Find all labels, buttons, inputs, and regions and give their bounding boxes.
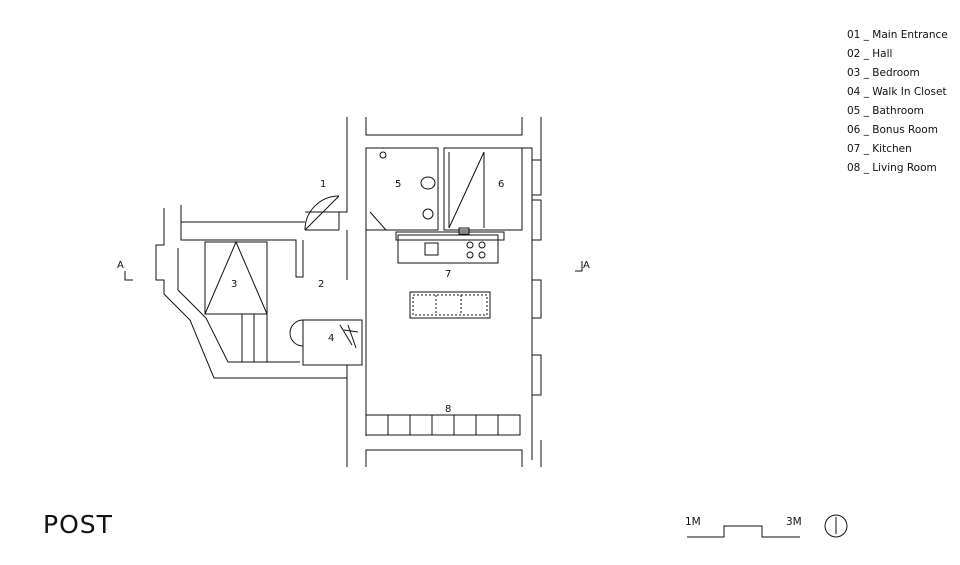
living-bench [365, 414, 521, 436]
kitchen-island [409, 291, 491, 319]
room-label: 6 [498, 179, 504, 190]
room-label: 4 [328, 333, 334, 344]
wall [177, 248, 300, 363]
legend-item: 06 _ Bonus Room [847, 124, 938, 136]
closet [302, 319, 363, 366]
legend-item: 01 _ Main Entrance [847, 29, 948, 41]
legend-item: 07 _ Kitchen [847, 143, 912, 155]
room-label: 3 [231, 279, 237, 290]
wall [365, 117, 523, 136]
scale-start-label: 1M [685, 516, 701, 528]
legend-item: 02 _ Hall [847, 48, 893, 60]
window [532, 199, 542, 241]
section-marker-right: A [583, 260, 590, 271]
legend: 01 _ Main Entrance 02 _ Hall 03 _ Bedroo… [847, 26, 948, 178]
wall [305, 117, 348, 213]
legend-item: 05 _ Bathroom [847, 105, 924, 117]
scale-end-label: 3M [786, 516, 802, 528]
section-marker-left: A [117, 260, 124, 271]
window [532, 279, 542, 319]
north-arrow [824, 514, 848, 538]
wall [180, 222, 304, 278]
room-label: 2 [318, 279, 324, 290]
drawing-title: POST [43, 510, 113, 539]
wall [155, 208, 347, 379]
wall [522, 147, 533, 460]
room-label: 5 [395, 179, 401, 190]
room-label: 7 [445, 269, 451, 280]
bonus-room [443, 147, 523, 231]
wall [180, 205, 305, 223]
legend-item: 08 _ Living Room [847, 162, 937, 174]
room-label: 8 [445, 404, 451, 415]
bathroom [365, 147, 439, 231]
bedroom-bed [204, 241, 268, 315]
window [532, 159, 542, 196]
room-label: 1 [320, 179, 326, 190]
window [532, 354, 542, 396]
wall [365, 449, 523, 467]
scale-bar [687, 525, 800, 538]
main-door [304, 195, 340, 231]
legend-item: 04 _ Walk In Closet [847, 86, 947, 98]
legend-item: 03 _ Bedroom [847, 67, 920, 79]
kitchen-counter [397, 234, 499, 264]
